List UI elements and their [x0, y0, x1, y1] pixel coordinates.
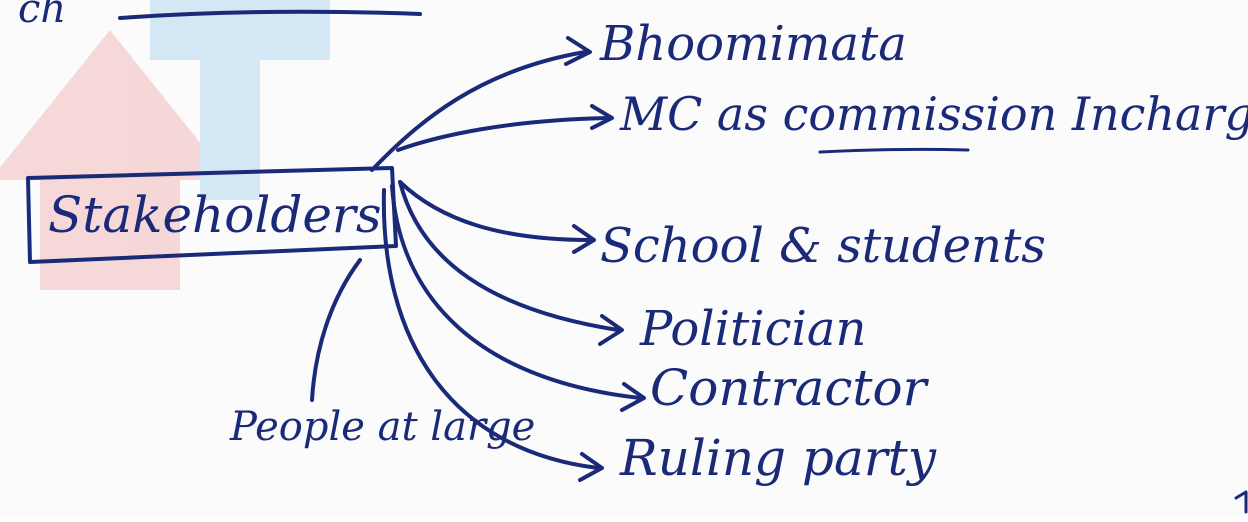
arrowhead-4 [598, 314, 624, 346]
stakeholder-ruling-party: Ruling party [619, 429, 937, 487]
stakeholder-politician: Politician [639, 301, 866, 357]
arrowhead-2 [590, 104, 614, 130]
stakeholder-bhoomimata: Bhoomimata [599, 16, 907, 72]
arrows [310, 36, 646, 482]
corner-mark [1234, 490, 1248, 514]
stakeholder-contractor: Contractor [650, 359, 930, 417]
stakeholder-school-students: School & students [600, 218, 1046, 274]
central-box [26, 166, 398, 264]
arrow-to-people [310, 258, 362, 402]
stakeholder-labels: Bhoomimata MC as commission Incharge Sch… [229, 16, 1248, 487]
commission-underline [818, 147, 970, 154]
arrow-to-ruling-party [381, 188, 600, 470]
arrow-to-politician [398, 180, 620, 332]
arrowhead-3 [572, 224, 596, 254]
central-label: Stakeholders [48, 186, 382, 244]
arrow-to-bhoomimata [370, 50, 587, 172]
arrow-logo-watermark [0, 0, 330, 290]
arrowhead-5 [620, 382, 646, 412]
arrow-to-mc [396, 116, 610, 152]
stakeholder-mc-commission-line1: MC as commission Incharge [619, 87, 1248, 141]
stakeholder-mc-commission: MC as commission Incharge [619, 87, 1248, 141]
arrow-to-school [398, 180, 592, 242]
arrow-to-contractor [390, 184, 642, 400]
header-underline [118, 9, 422, 20]
central-node: Stakeholders [26, 166, 398, 264]
arrowhead-6 [578, 452, 604, 482]
header-fragment: ch [18, 0, 66, 32]
stakeholder-people-at-large: People at large [229, 404, 535, 450]
arrowhead-1 [564, 36, 592, 66]
